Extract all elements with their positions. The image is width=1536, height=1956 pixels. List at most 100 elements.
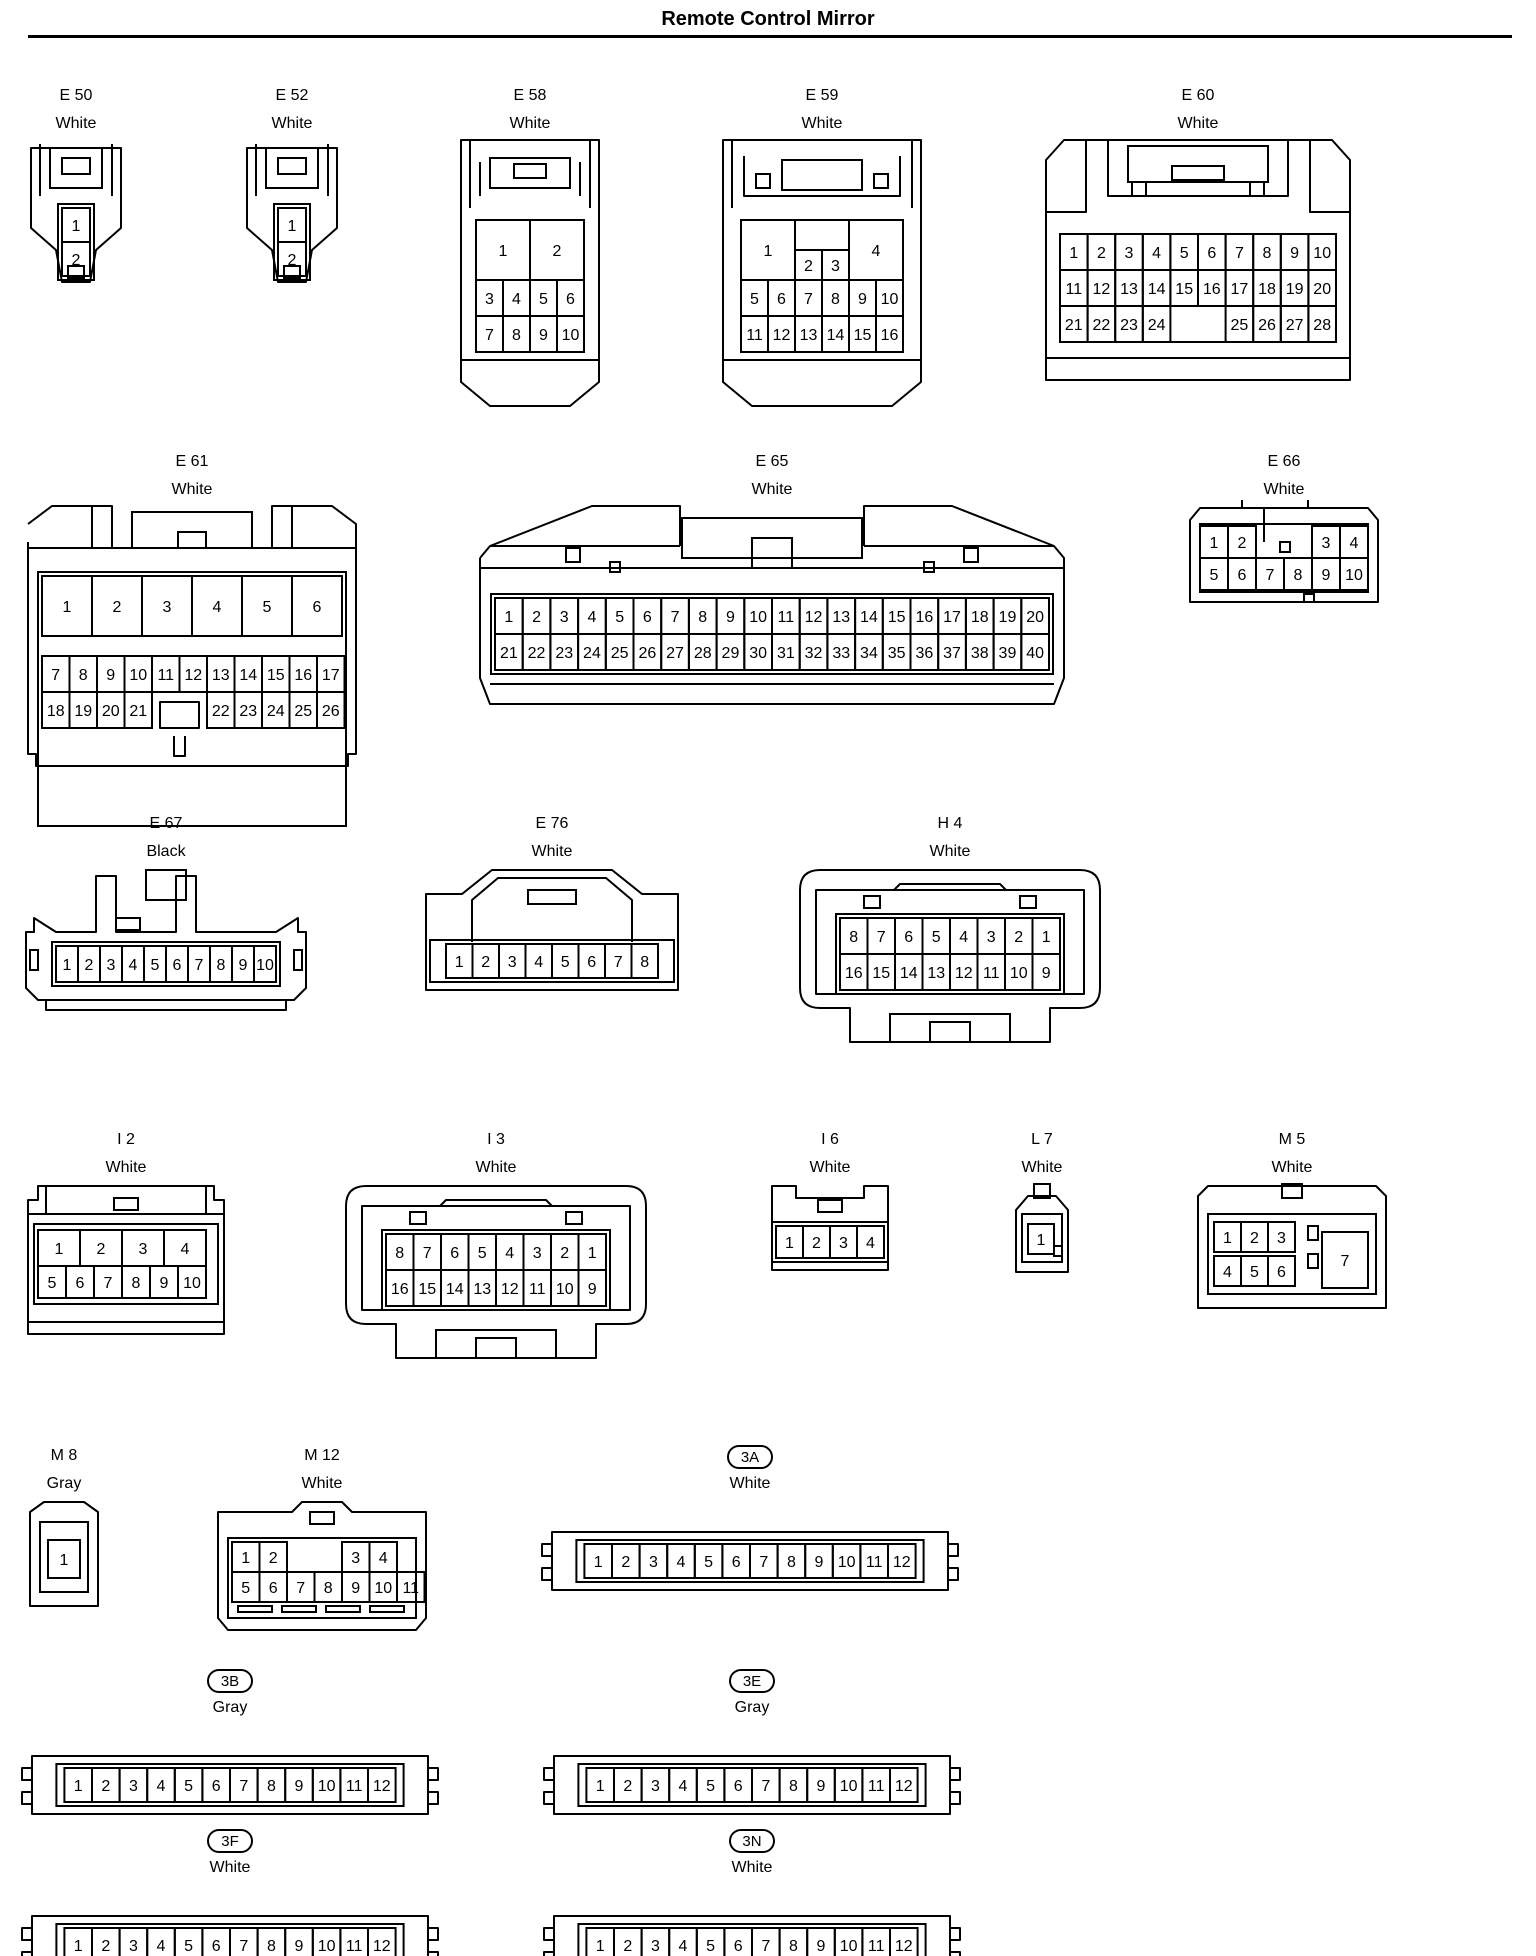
terminal-pin: 10 (311, 1927, 342, 1956)
pin-number: 14 (827, 327, 845, 344)
connector-color: Gray (213, 1699, 248, 1716)
connector-id: E 65 (756, 453, 789, 470)
terminal-pin: 12 (889, 1927, 919, 1956)
pin-number: 9 (726, 609, 735, 626)
terminal-pin: 7 (751, 1927, 781, 1956)
terminal-pin: 10 (177, 1265, 207, 1299)
pin-number: 4 (379, 1550, 388, 1567)
pin-number: 3 (533, 1245, 542, 1262)
pin-number: 4 (679, 1938, 688, 1955)
terminal-pin: 26 (316, 691, 346, 729)
terminal-pin: 5 (231, 1571, 261, 1603)
terminal-pin: 14 (894, 953, 924, 991)
terminal-pin: 3 (475, 279, 504, 317)
pin-number: 2 (101, 1778, 110, 1795)
connector-id: M 12 (304, 1447, 340, 1464)
pin-number: 23 (1120, 317, 1138, 334)
terminal-pin: 26 (1252, 305, 1282, 343)
pin-number: 1 (241, 1550, 250, 1567)
terminal-pin: 11 (861, 1927, 892, 1956)
terminal-pin: 19 (1279, 269, 1310, 307)
terminal-pin: 5 (37, 1265, 67, 1299)
terminal-pin: 27 (660, 633, 690, 671)
pin-number: 9 (351, 1580, 360, 1597)
pin-number: 5 (478, 1245, 487, 1262)
pin-number: 8 (217, 957, 226, 974)
pin-number: 6 (76, 1275, 85, 1292)
pin-number: 4 (534, 954, 543, 971)
terminal-pin: 13 (206, 655, 236, 693)
pin-number: 5 (704, 1554, 713, 1571)
terminal-pin: 20 (1020, 597, 1050, 635)
terminal-pin: 6 (201, 1767, 231, 1803)
terminal-pin: 20 (96, 691, 126, 729)
pin-number: 3 (107, 957, 116, 974)
pin-number: 3 (831, 258, 840, 275)
terminal-pin: 7 (751, 1767, 781, 1803)
pin-number: 2 (804, 258, 813, 275)
terminal-pin: 1 (231, 1541, 261, 1573)
pin-number: 9 (817, 1778, 826, 1795)
terminal-pin: 19 (992, 597, 1023, 635)
pin-number: 3 (129, 1778, 138, 1795)
terminal-pin: 12 (887, 1543, 917, 1579)
terminal-pin: 31 (771, 633, 801, 671)
pin-number: 32 (805, 645, 823, 662)
terminal-pin: 38 (964, 633, 995, 671)
pin-number: 16 (845, 965, 863, 982)
terminal-pin: 6 (65, 1265, 95, 1299)
pin-number: 2 (481, 954, 490, 971)
terminal-pin: 10 (311, 1767, 342, 1803)
pin-number: 4 (1223, 1264, 1232, 1281)
pin-number: 5 (932, 929, 941, 946)
terminal-pin: 6 (767, 279, 796, 317)
terminal-pin: 10 (831, 1543, 862, 1579)
pin-number: 10 (256, 957, 274, 974)
pin-number: 28 (694, 645, 712, 662)
terminal-pin: 29 (715, 633, 746, 671)
terminal-pin: 1 (1031, 917, 1061, 955)
pin-number: 28 (1313, 317, 1331, 334)
pin-number: 1 (764, 243, 773, 260)
terminal-pin: 11 (859, 1543, 890, 1579)
connector-id: 3F (221, 1833, 239, 1850)
terminal-pin: 13 (794, 315, 823, 353)
terminal-pin: 6 (1227, 557, 1257, 591)
connector-id: E 59 (806, 87, 839, 104)
terminal-pin: 10 (253, 945, 277, 983)
pin-number: 9 (160, 1275, 169, 1292)
terminal-pin: 3 (522, 1233, 552, 1271)
pin-number: 15 (888, 609, 906, 626)
connector-color: White (510, 115, 551, 132)
pin-number: 3 (649, 1554, 658, 1571)
pin-number: 12 (893, 1554, 911, 1571)
terminal-pin: 3 (1311, 525, 1341, 559)
pin-number: 5 (241, 1580, 250, 1597)
pin-number: 18 (971, 609, 989, 626)
pin-number: 2 (532, 609, 541, 626)
terminal-pin: 15 (261, 655, 291, 693)
pin-number: 25 (294, 703, 312, 720)
pin-number: 9 (239, 957, 248, 974)
pin-number: 8 (132, 1275, 141, 1292)
terminal-pin: 23 (1114, 305, 1144, 343)
terminal-pin: 6 (440, 1233, 470, 1271)
junction-tag: 3F (207, 1829, 253, 1853)
pin-number: 1 (499, 243, 508, 260)
terminal-pin: 8 (839, 917, 869, 955)
terminal-pin: 27 (1279, 305, 1310, 343)
terminal-pin: 3 (829, 1225, 858, 1259)
terminal-pin: 4 (163, 1229, 207, 1267)
terminal-pin: 6 (258, 1571, 288, 1603)
terminal-pin: 1 (55, 945, 79, 983)
terminal-pin: 7 (1255, 557, 1285, 591)
terminal-pin: 6 (723, 1767, 754, 1803)
pin-number: 2 (812, 1235, 821, 1252)
pin-number: 12 (805, 609, 823, 626)
pin-number: 16 (1203, 281, 1221, 298)
connector-id: 3N (742, 1833, 761, 1850)
